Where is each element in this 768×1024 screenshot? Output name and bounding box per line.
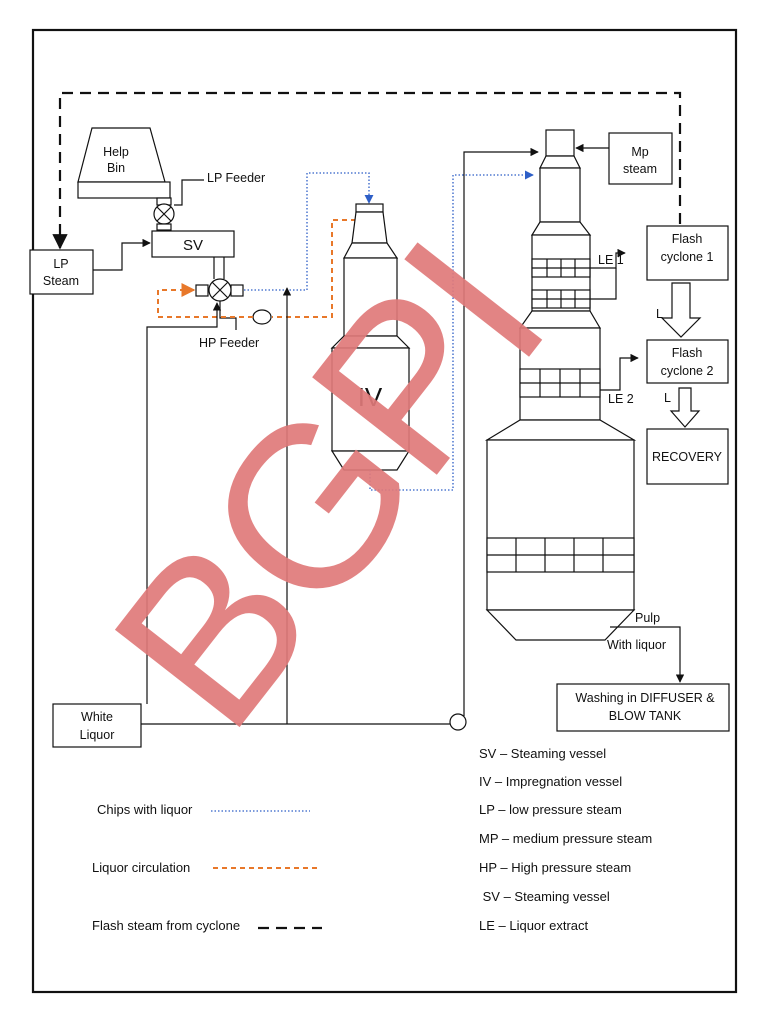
flash-cyclone-1-label-1: Flash xyxy=(672,232,703,246)
digester-upper xyxy=(539,167,581,223)
abbr-mp: MP – medium pressure steam xyxy=(479,831,652,846)
chips-line-to-digester xyxy=(369,170,534,491)
washing-box xyxy=(556,683,730,732)
digester-bottom xyxy=(485,609,636,641)
washing-label-1: Washing in DIFFUSER & xyxy=(575,691,715,705)
abbr-lp: LP – low pressure steam xyxy=(479,802,622,817)
hp-feeder-label: HP Feeder xyxy=(199,336,259,350)
le1-arrow-b xyxy=(590,268,617,300)
liquor-circulation-line xyxy=(272,219,356,318)
lp-feeder-pointer xyxy=(174,179,204,206)
washing-label-2: BLOW TANK xyxy=(609,709,682,723)
flash-cyclone-1-label-2: cyclone 1 xyxy=(661,250,714,264)
mp-steam-label-1: Mp xyxy=(631,145,648,159)
le2-screen-grid xyxy=(520,369,600,397)
abbr-iv: IV – Impregnation vessel xyxy=(479,774,622,789)
hp-feeder-left-port xyxy=(195,284,209,297)
white-liquor-pump-icon xyxy=(449,713,467,731)
lp-steam-box xyxy=(29,249,94,295)
digester-body xyxy=(486,439,635,611)
digester-top-shoulder xyxy=(530,221,592,236)
with-liquor-label: With liquor xyxy=(607,638,666,652)
white-liquor-to-digester xyxy=(463,147,539,716)
legend-liquor-label: Liquor circulation xyxy=(92,860,190,875)
white-liquor-to-hp-feeder xyxy=(146,302,222,704)
le2-arrow xyxy=(600,353,639,391)
iv-bottom xyxy=(330,450,411,471)
pulp-arrow xyxy=(610,626,685,683)
l2-label: L xyxy=(664,391,671,405)
lp-steam-label-2: Steam xyxy=(43,274,79,288)
hp-feeder-pointer xyxy=(219,301,237,330)
iv-label: IV xyxy=(358,382,383,412)
digester-neck xyxy=(539,155,581,169)
pump-icon xyxy=(252,309,272,325)
recovery-label: RECOVERY xyxy=(652,450,723,464)
help-bin-label-1: Help xyxy=(103,145,129,159)
le1-arrow-a xyxy=(590,248,626,269)
white-liquor-label-1: White xyxy=(81,710,113,724)
hp-feeder-valve-cross xyxy=(211,281,229,299)
lp-steam-label-1: LP xyxy=(53,257,68,271)
legend-flash-label: Flash steam from cyclone xyxy=(92,918,240,933)
flash-cyclone-2-label-2: cyclone 2 xyxy=(661,364,714,378)
le1-label: LE 1 xyxy=(598,253,624,267)
le1-screen-a-grid xyxy=(532,259,590,277)
liquor-circulation-return xyxy=(157,283,253,318)
le2-label: LE 2 xyxy=(608,392,634,406)
liquor-block-arrow-2 xyxy=(669,387,701,428)
pulp-label: Pulp xyxy=(635,611,660,625)
flash-cyclone-2-label-1: Flash xyxy=(672,346,703,360)
flash-cyclone-1-box xyxy=(646,225,729,281)
recovery-box xyxy=(646,428,729,485)
l1-label: L xyxy=(656,307,663,321)
hp-feeder-right-port xyxy=(230,284,244,297)
abbr-hp: HP – High pressure steam xyxy=(479,860,631,875)
sv-outlet-pipe xyxy=(213,257,225,279)
lp-steam-arrow xyxy=(93,238,151,271)
white-liquor-label-2: Liquor xyxy=(80,728,115,742)
lp-feeder-neck xyxy=(156,223,172,231)
sv-label: SV xyxy=(183,237,203,254)
page-frame xyxy=(31,28,738,994)
legend-chips-label: Chips with liquor xyxy=(97,802,193,817)
help-bin-label-2: Bin xyxy=(107,161,125,175)
abbr-sv-2: SV – Steaming vessel xyxy=(479,889,610,904)
white-liquor-box xyxy=(52,703,142,748)
digester-screen-grid xyxy=(487,538,634,572)
help-bin-base xyxy=(77,181,171,199)
lp-feeder-valve-cross xyxy=(156,206,172,222)
flash-cyclone-2-box xyxy=(646,339,729,384)
mp-steam-box xyxy=(608,132,673,185)
flash-steam-line xyxy=(52,91,682,250)
digester-top-cap xyxy=(545,129,575,157)
mp-steam-label-2: steam xyxy=(623,162,657,176)
abbr-sv: SV – Steaming vessel xyxy=(479,746,606,761)
abbr-le: LE – Liquor extract xyxy=(479,918,589,933)
sv-box xyxy=(151,230,235,258)
le1-screen-b-grid xyxy=(532,290,590,308)
lp-feeder-label: LP Feeder xyxy=(207,171,265,185)
liquor-block-arrow-1 xyxy=(660,282,702,338)
